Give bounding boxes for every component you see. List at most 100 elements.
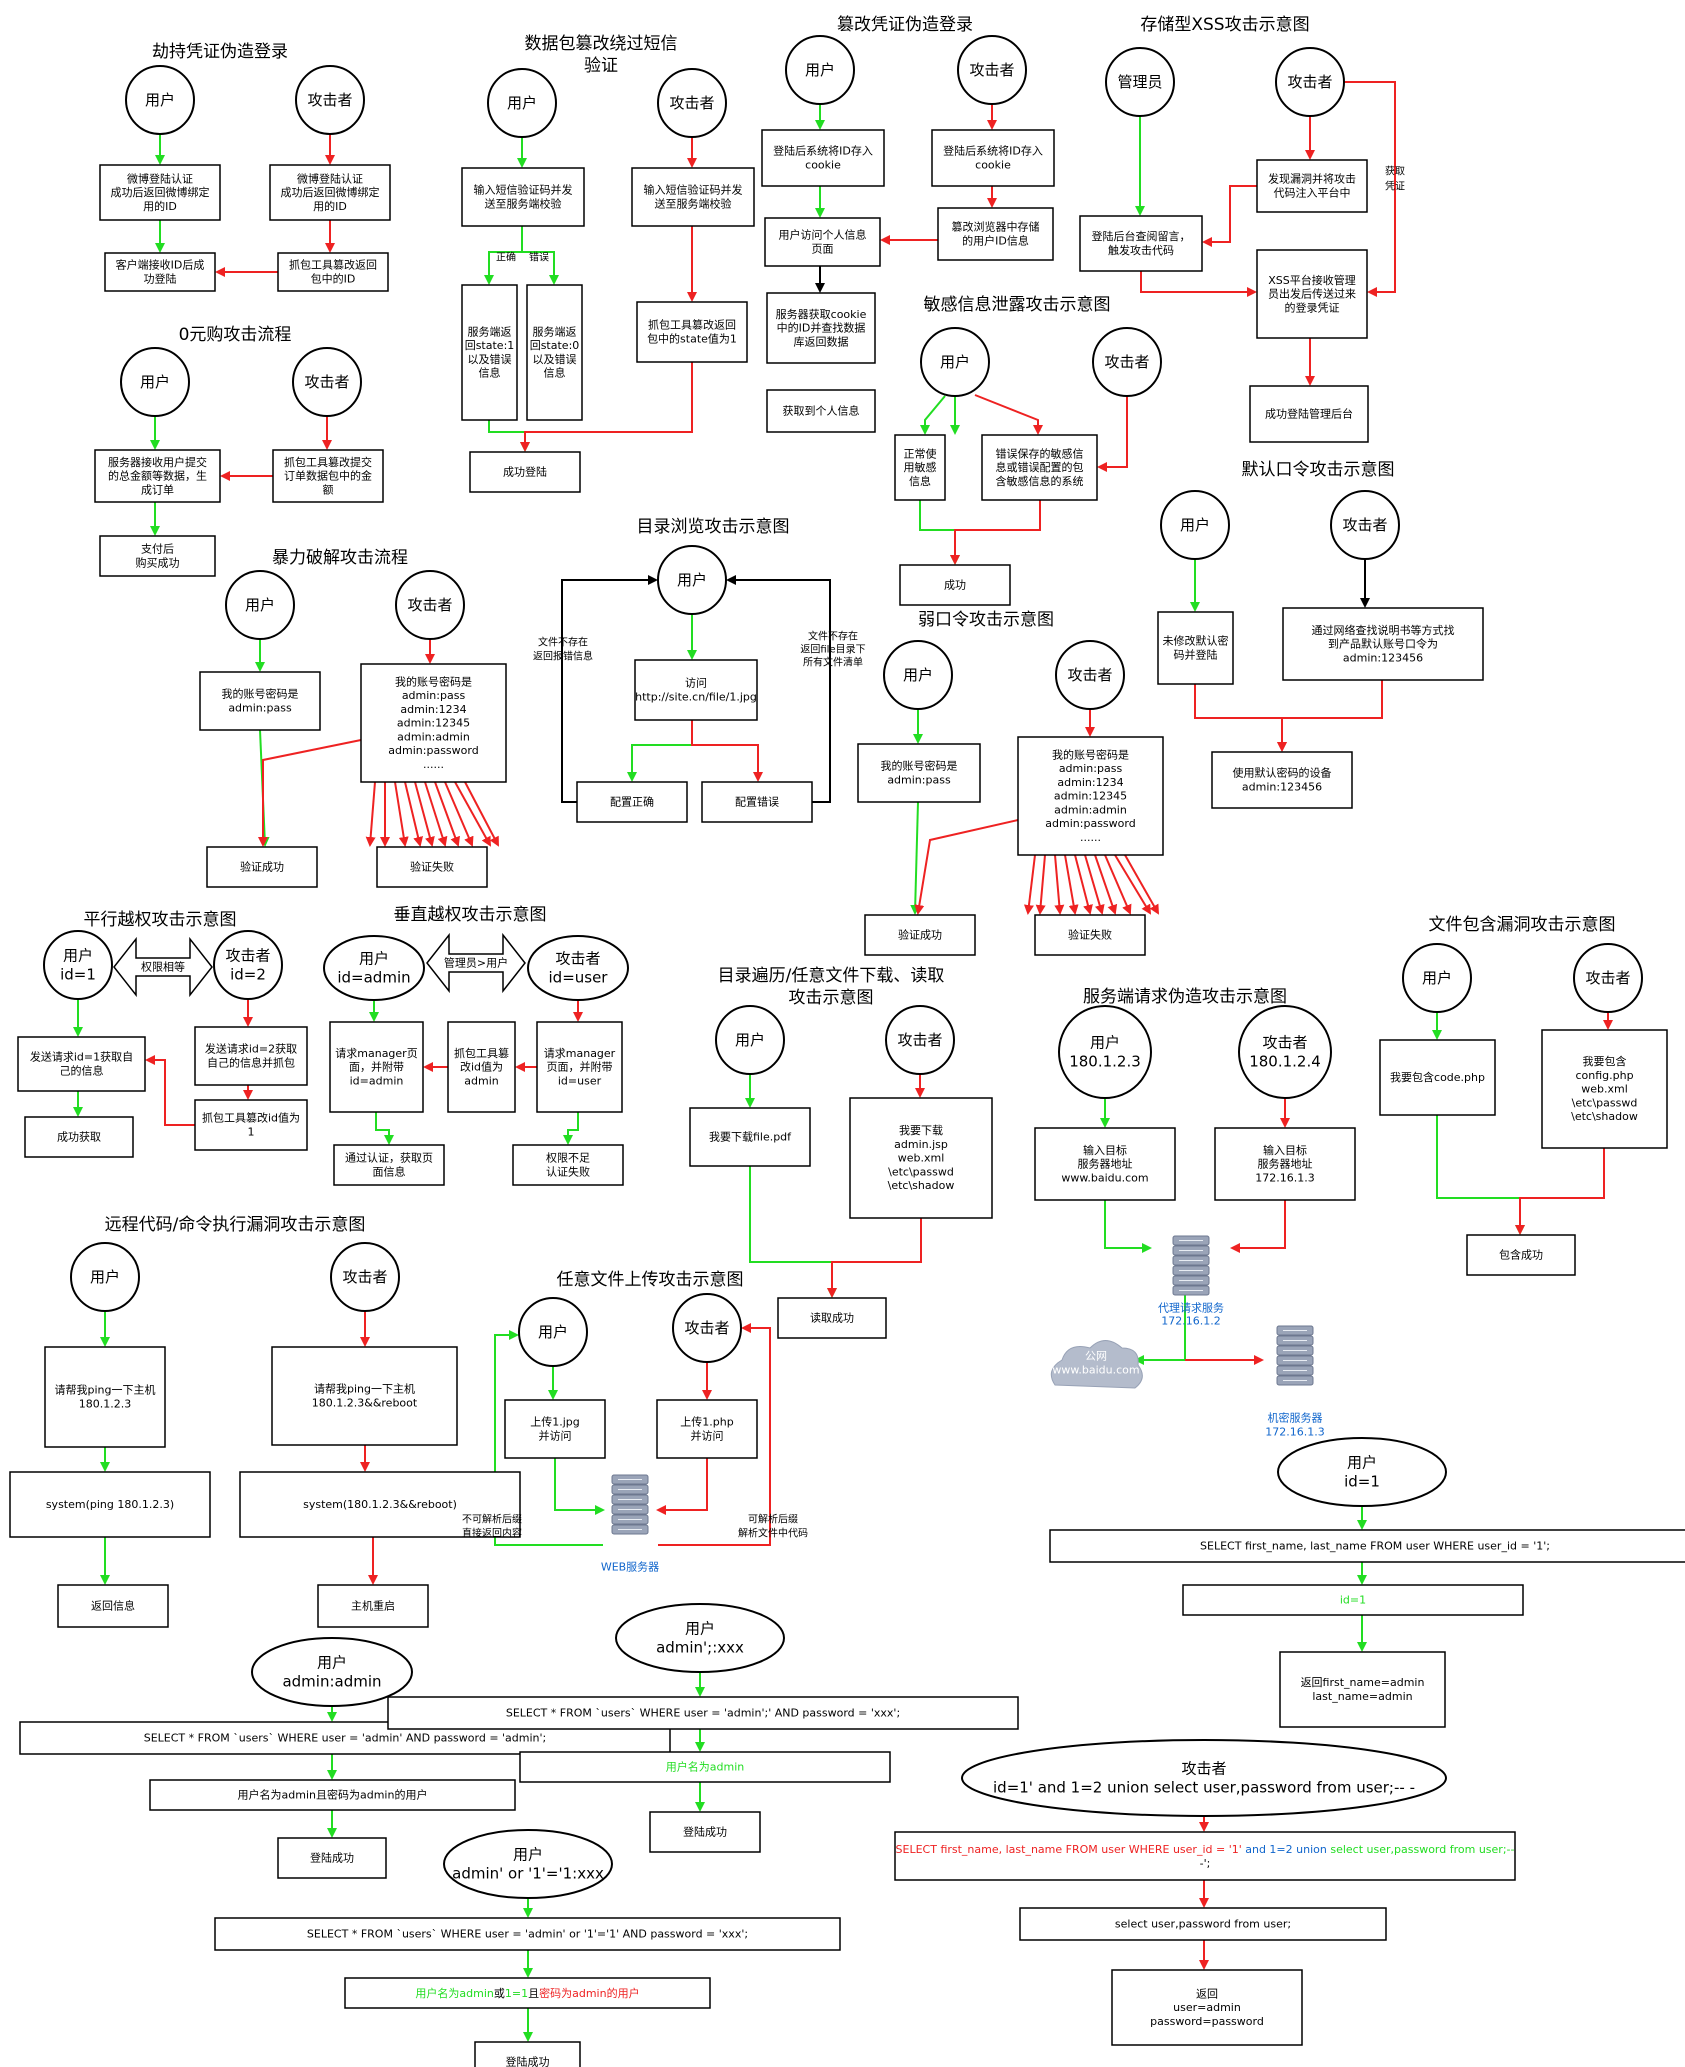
connector-arrow (1202, 185, 1257, 247)
x-admin-text: 管理员 (1117, 73, 1162, 91)
r-b1-box (634, 659, 758, 721)
i-att-text: 攻击者 (1181, 1760, 1226, 1778)
s-b1-box (461, 167, 585, 227)
i-att-text: id=1' and 1=2 union select user,password… (993, 1778, 1415, 1796)
c-b5-text: 库返回数据 (794, 334, 849, 348)
v-b4-text: 面信息 (373, 1164, 406, 1178)
n-b2-box (344, 1977, 711, 2009)
h-att-node (295, 65, 365, 135)
d-b2-text: 通过网络查找说明书等方式找 (1312, 623, 1455, 637)
h-b1-text: 成功后返回微博绑定 (111, 185, 210, 199)
q-user-text: 180.1.2.3 (1069, 1052, 1141, 1070)
v-b5-text: 权限不足 (546, 1152, 590, 1165)
e-att-node (1092, 327, 1162, 397)
q-b1-box (1034, 1127, 1176, 1201)
q-b2-box (1214, 1127, 1356, 1201)
c-b5-text: 服务器获取cookie (776, 308, 867, 321)
x-b4-text: 成功登陆管理后台 (1265, 407, 1353, 421)
m-b2-text: 用户名为admin (666, 1760, 744, 1774)
connector-arrow (464, 781, 499, 847)
c-b4-text: 的用户ID信息 (962, 233, 1029, 247)
b-b2-text: admin:pass (402, 689, 466, 702)
i-b2-text: id=1 (1340, 1594, 1366, 1607)
connector-arrow (1097, 396, 1128, 472)
edge-label-r-l5: 所有文件清单 (803, 656, 863, 669)
w-b1-text: 我的账号密码是 (881, 759, 958, 773)
title-brute: 暴力破解攻击流程 (272, 548, 408, 568)
l-b2-box (149, 1779, 516, 1811)
r-err-text: 配置错误 (735, 795, 779, 809)
edge-label-r-l3: 文件不存在 (808, 630, 858, 643)
connector-arrow (1104, 1200, 1152, 1253)
connector-arrow (914, 819, 1019, 915)
u-user-text: 用户 (538, 1323, 568, 1341)
q-b2-text: 172.16.1.3 (1255, 1171, 1314, 1184)
edge-label-q-cloud1: 公网 (1085, 1350, 1107, 1363)
s-fin-box (469, 451, 581, 493)
v-b3-box (536, 1021, 623, 1113)
edge-label-r-l2: 返回报错信息 (533, 650, 593, 663)
c-b3-text: 页面 (812, 242, 834, 255)
p-b2-text: 发送请求id=2获取 (205, 1042, 297, 1056)
q-b1-text: 输入目标 (1083, 1143, 1127, 1157)
s-err-text: 回state:0 (530, 339, 580, 352)
i-b6-text: 返回 (1196, 1987, 1218, 2000)
l-b1-text: SELECT * FROM `users` WHERE user = 'admi… (144, 1732, 547, 1745)
g-b1-text: 我要下载file.pdf (709, 1131, 792, 1144)
u-b1-text: 上传1.jpg (530, 1416, 580, 1429)
g-b2-box (849, 1097, 993, 1219)
edge-label-q-secret1: 机密服务器 (1268, 1411, 1323, 1425)
connector-arrow (920, 395, 946, 435)
connector-arrow (1194, 684, 1287, 752)
x-b2-text: 触发攻击代码 (1108, 243, 1174, 257)
i-b6-box (1111, 1969, 1303, 2046)
k-b2-text: 180.1.2.3&&reboot (312, 1396, 418, 1409)
f-b2-box (1541, 1029, 1668, 1149)
m-b3-text: 登陆成功 (683, 1825, 727, 1839)
z-b1-text: 的总金额等数据，生 (108, 469, 207, 483)
v-att-node (527, 935, 629, 1001)
connector-arrow (658, 1323, 771, 1546)
v-b5-box (512, 1144, 624, 1186)
i-b4-text: -'; (1200, 1857, 1211, 1870)
f-b1-text: 我要包含code.php (1390, 1070, 1485, 1084)
m-user-node (615, 1603, 785, 1673)
l-user-text: 用户 (317, 1654, 347, 1672)
p-b3-text: 抓包工具篡改id值为 (202, 1111, 300, 1125)
p-att-text: id=2 (230, 965, 266, 983)
r-user-node (657, 545, 727, 615)
z-b1-box (94, 449, 221, 503)
edge-label-s-l2: 错误 (529, 251, 549, 264)
q-user-node (1058, 1005, 1152, 1099)
w-b2-text: admin:pass (1059, 762, 1123, 775)
x-att-text: 攻击者 (1287, 73, 1332, 91)
connector-arrow (414, 781, 435, 847)
w-att-node (1055, 640, 1125, 710)
connector-arrow (919, 500, 960, 565)
c-b2-text: 登陆后系统将ID存入 (943, 144, 1043, 158)
connector-arrow (145, 1055, 195, 1126)
b-b2-text: admin:password (388, 744, 478, 757)
f-b2-text: \etc\passwd (1572, 1096, 1638, 1109)
title-zero: 0元购攻击流程 (179, 325, 292, 345)
s-ok-text: 以及错误 (468, 352, 512, 366)
m-user-text: admin';:xxx (656, 1638, 744, 1656)
title-upload: 任意文件上传攻击示意图 (557, 1270, 744, 1290)
q-b2-text: 输入目标 (1263, 1143, 1307, 1157)
b-b2-text: admin:admin (397, 730, 470, 743)
q-user-text: 用户 (1090, 1034, 1120, 1052)
i-user-node (1277, 1437, 1447, 1507)
h-user-node (125, 65, 195, 135)
c-att-node (957, 35, 1027, 105)
s-user-node (487, 68, 557, 138)
h-b3-text: 客户端接收ID后成 (116, 258, 205, 272)
k-b5-box (57, 1584, 169, 1628)
edge-label-q-secret2: 172.16.1.3 (1265, 1426, 1324, 1439)
connector-arrow (1035, 854, 1046, 915)
connector-arrow (691, 720, 763, 782)
i-b5-box (1019, 1907, 1387, 1941)
h-b3-box (104, 252, 216, 292)
m-b1-text: SELECT * FROM `users` WHERE user = 'admi… (506, 1707, 900, 1720)
q-b1-text: 服务器地址 (1078, 1157, 1133, 1171)
title-dir: 目录浏览攻击示意图 (637, 517, 790, 537)
